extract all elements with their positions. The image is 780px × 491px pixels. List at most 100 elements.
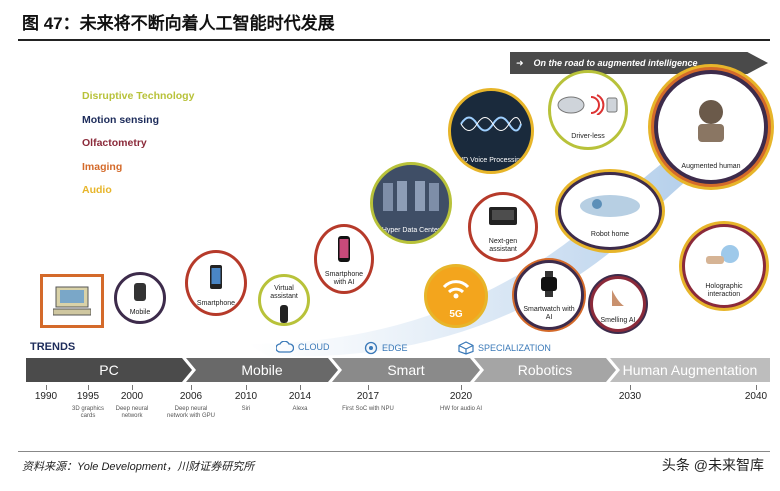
trend-edge-label: EDGE <box>382 343 408 353</box>
bubble-next-gen-assistant: Next-gen assistant <box>468 192 538 262</box>
year-2014: 2014 <box>288 391 312 402</box>
tick-1995 <box>88 385 89 390</box>
era-robotics: Robotics <box>474 358 616 382</box>
smartphone-ai-icon <box>338 235 350 262</box>
tick-2000 <box>132 385 133 390</box>
banner-text: On the road to augmented intelligence <box>533 58 698 68</box>
tick-1990 <box>46 385 47 390</box>
pc-computer-icon <box>40 274 104 328</box>
note-2006: Deep neural network with GPU <box>166 406 215 420</box>
era-timeline: PC Mobile Smart Robotics Human Augmentat… <box>26 358 770 382</box>
year-2030: 2030 <box>618 391 642 402</box>
year-2017: 2017 <box>356 391 380 402</box>
bubble-driverless: Driver-less <box>548 70 628 150</box>
arc-shape <box>248 104 753 357</box>
edge-chip-icon <box>364 341 378 355</box>
phone-icon <box>134 283 146 302</box>
note-2017: First SoC with NPU <box>342 406 394 412</box>
nose-icon <box>612 289 624 306</box>
banner-arrow-icon: ➜ <box>516 58 524 68</box>
bubble-augmented-human: Augmented human <box>654 70 768 184</box>
bubble-smartwatch-label: Smartwatch with AI <box>523 305 575 321</box>
year-2006: 2006 <box>179 391 203 402</box>
tick-2014 <box>300 385 301 390</box>
era-mobile: Mobile <box>186 358 338 382</box>
bubble-mobile: Mobile <box>114 272 166 324</box>
bubble-hyper-data-center: Hyper Data Center <box>370 162 452 244</box>
road-banner: ➜ On the road to augmented intelligence <box>510 52 768 74</box>
cube-icon <box>458 341 474 355</box>
voice-wave-icon <box>460 116 522 132</box>
diagram: ➜ On the road to augmented intelligence D… <box>18 44 770 446</box>
era-human-augmentation: Human Augmentation <box>610 358 770 382</box>
trend-specialization-label: SPECIALIZATION <box>478 343 551 353</box>
tick-2030 <box>630 385 631 390</box>
robot-head-icon <box>698 99 724 142</box>
bubble-driverless-label: Driver-less <box>571 133 605 141</box>
era-pc: PC <box>26 358 192 382</box>
trend-specialization: SPECIALIZATION <box>458 341 551 355</box>
smartwatch-icon <box>541 271 557 298</box>
bubble-robot-home: Robot home <box>558 172 662 250</box>
trend-arc <box>248 104 753 357</box>
legend-disruptive: Disruptive Technology <box>82 90 195 102</box>
bubble-smelling-ai: Smelling AI <box>590 276 646 332</box>
year-1990: 1990 <box>34 391 58 402</box>
tick-2020 <box>461 385 462 390</box>
footer-divider <box>18 451 770 452</box>
bubble-smartphone-ai: Smartphone with AI <box>314 224 374 294</box>
trend-edge: EDGE <box>364 341 408 355</box>
legend-motion: Motion sensing <box>82 113 159 126</box>
bubble-holographic-label: Holographic interaction <box>705 282 743 298</box>
year-1995: 1995 <box>76 391 100 402</box>
bubble-hd-voice: HD Voice Processing <box>448 88 534 174</box>
era-smart: Smart <box>332 358 480 382</box>
bubble-robot-home-label: Robot home <box>590 231 630 239</box>
bubble-hyper-data-center-label: Hyper Data Center <box>381 226 441 234</box>
bubble-virtual-assistant: Virtual assistant <box>258 274 310 326</box>
bubble-smelling-ai-label: Smelling AI <box>600 316 636 324</box>
year-2020: 2020 <box>449 391 473 402</box>
car-icon <box>557 94 618 116</box>
computer-icon <box>53 286 91 316</box>
wifi-icon <box>442 280 470 299</box>
bubble-smartphone: Smartphone <box>185 250 247 316</box>
note-2000: Deep neural network <box>115 406 149 420</box>
home-robot-icon <box>580 195 640 218</box>
tick-2017 <box>368 385 369 390</box>
legend-audio: Audio <box>82 184 112 196</box>
tick-2010 <box>246 385 247 390</box>
bubble-holographic: Holographic interaction <box>682 224 766 308</box>
bubble-hd-voice-label: HD Voice Processing <box>458 156 524 164</box>
smartphone-icon <box>210 264 222 289</box>
year-2000: 2000 <box>120 391 144 402</box>
tick-2040 <box>756 385 757 390</box>
hologram-icon <box>706 244 739 264</box>
legend-imaging: Imaging <box>82 160 123 173</box>
bubble-virtual-assistant-label: Virtual assistant <box>270 285 298 301</box>
year-2010: 2010 <box>234 391 258 402</box>
figure-title: 图 47：未来将不断向着人工智能时代发展 <box>22 14 335 33</box>
trends-label: TRENDS <box>30 341 76 353</box>
trend-cloud-label: CLOUD <box>298 342 330 352</box>
trend-cloud: CLOUD <box>276 341 330 353</box>
bubble-mobile-label: Mobile <box>129 309 151 317</box>
note-2014: Alexa <box>292 406 308 412</box>
tick-2006 <box>191 385 192 390</box>
server-racks-icon <box>383 180 439 211</box>
bubble-smartphone-label: Smartphone <box>196 300 236 308</box>
note-2010: Siri <box>241 406 251 412</box>
source-note: 资料来源：Yole Development，川财证券研究所 <box>22 461 255 473</box>
year-2040: 2040 <box>744 391 768 402</box>
cloud-icon <box>276 341 294 353</box>
note-1995: 3D graphics cards <box>71 406 104 420</box>
bubble-smartphone-ai-label: Smartphone with AI <box>324 270 364 286</box>
legend: Disruptive Technology Motion sensing Olf… <box>82 90 194 208</box>
bubble-augmented-human-label: Augmented human <box>681 163 741 171</box>
bubble-5g: 5G <box>424 264 488 328</box>
bubble-smartwatch: Smartwatch with AI <box>514 260 584 330</box>
assistant-screen-icon <box>489 207 517 226</box>
bubble-5g-label: 5G <box>449 308 463 320</box>
speaker-icon <box>280 304 288 323</box>
watermark: 头条 @未来智库 <box>661 457 764 473</box>
